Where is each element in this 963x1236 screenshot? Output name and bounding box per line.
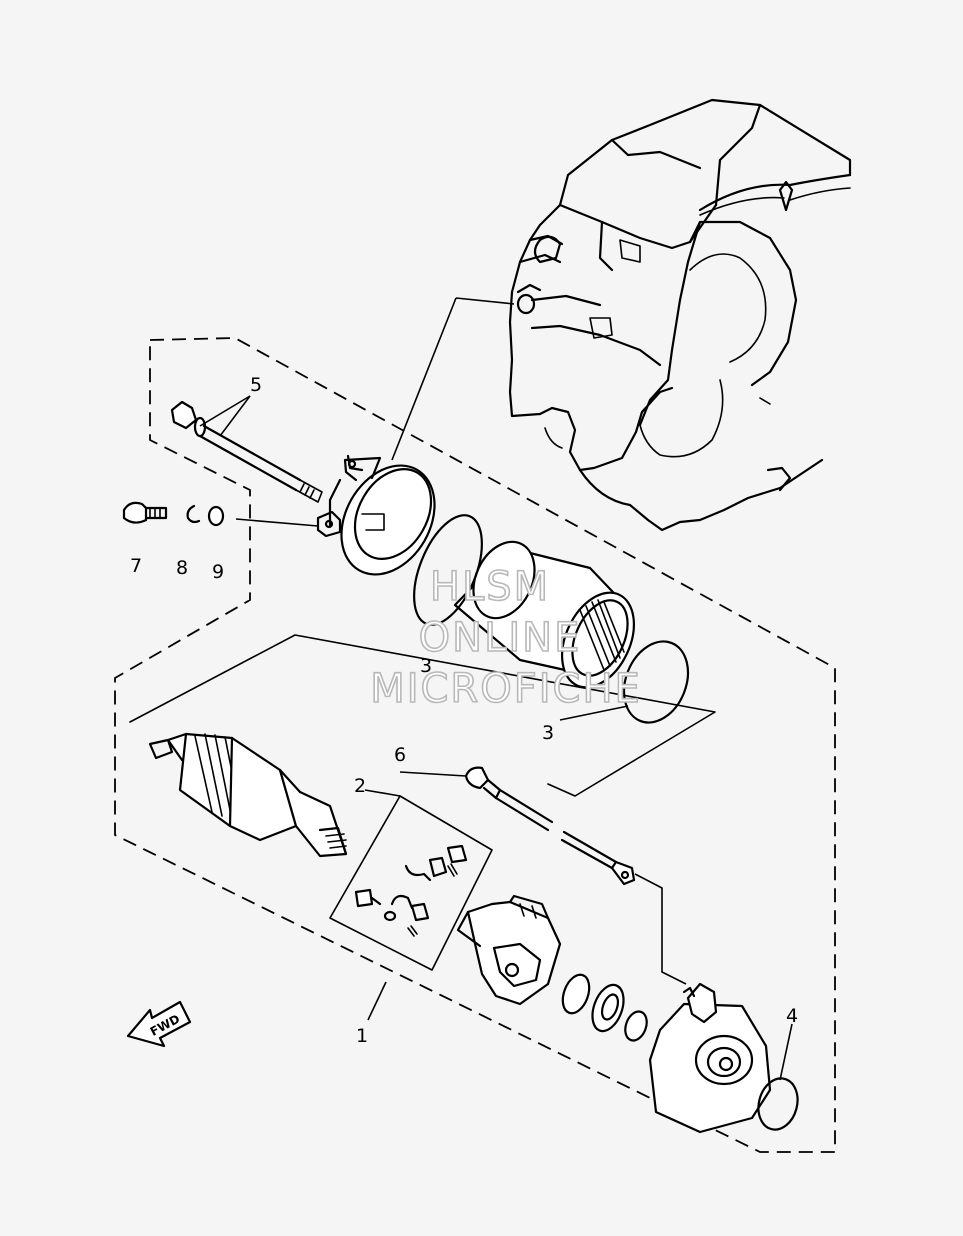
brush-set (354, 844, 468, 937)
brush-set-outline (329, 795, 493, 971)
callout-1: 1 (356, 1025, 368, 1047)
watermark-line3: MICROFICHE (370, 666, 642, 712)
small-seal (624, 1010, 648, 1042)
callout-6: 6 (394, 744, 406, 766)
callout-9: 9 (212, 561, 224, 583)
watermark: HLSM ONLINE MICROFICHE (369, 563, 642, 713)
callout-2: 2 (354, 775, 366, 797)
watermark-line2: ONLINE (419, 615, 582, 661)
motor-yoke (453, 540, 635, 689)
seal-ring (561, 973, 591, 1015)
fwd-direction-arrow: FWD (126, 1000, 192, 1048)
callout-5: 5 (250, 374, 262, 396)
callout-3-front: 3 (542, 722, 554, 744)
washer-9 (207, 505, 225, 527)
callout-4: 4 (786, 1005, 798, 1027)
rear-cover (648, 982, 772, 1134)
o-ring-3-rear (413, 514, 483, 626)
callout-7: 7 (130, 555, 142, 577)
brush-holder (456, 894, 562, 1006)
front-cover (316, 454, 436, 576)
o-ring-4 (757, 1077, 799, 1131)
callout-8: 8 (176, 557, 188, 579)
bolt-7 (122, 501, 168, 524)
assembly-boundary-dashed (114, 337, 836, 1153)
engine-crankcase (508, 98, 852, 532)
armature (148, 732, 348, 858)
armature-group-outline (129, 634, 716, 797)
watermark-line1: HLSM (430, 564, 550, 610)
long-bolt (170, 400, 323, 503)
spring-washer-8 (186, 504, 201, 524)
lead-wire (464, 766, 636, 886)
bearing (591, 983, 625, 1033)
callout-3-rear: 3 (420, 655, 432, 677)
o-ring-3-front (622, 640, 690, 724)
